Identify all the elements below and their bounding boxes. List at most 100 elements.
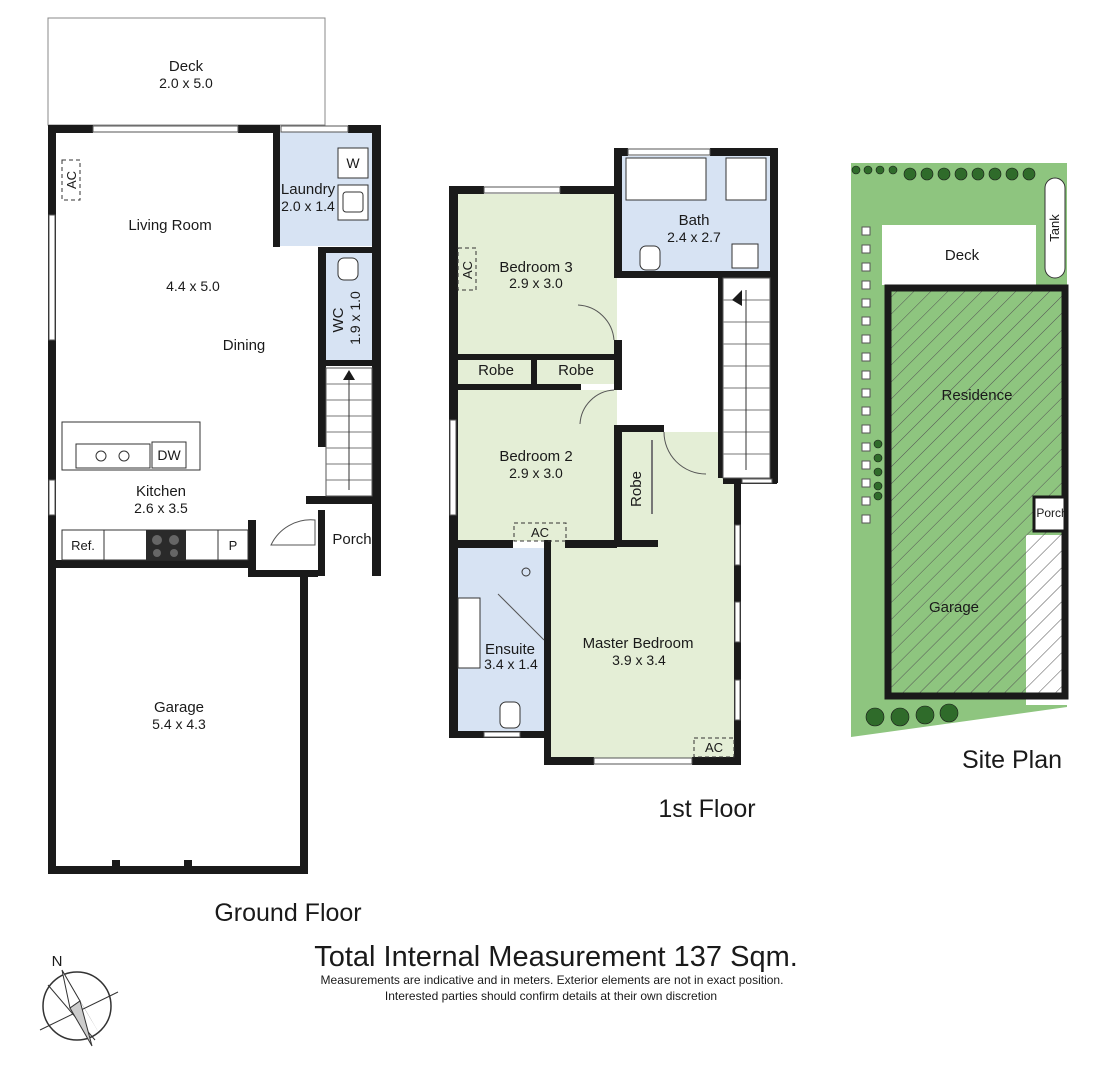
pantry xyxy=(217,529,249,561)
bedroom3-name: Bedroom 3 xyxy=(499,259,572,276)
laundry-name: Laundry xyxy=(281,181,336,198)
bath-name: Bath xyxy=(679,212,710,229)
bedroom3-area xyxy=(457,194,617,354)
wall xyxy=(318,510,325,576)
compass-needle-dark xyxy=(62,970,102,1038)
window xyxy=(449,419,457,516)
master-area xyxy=(550,432,735,758)
wall xyxy=(326,360,372,366)
wall xyxy=(238,125,278,133)
ensuite-dims: 3.4 x 1.4 xyxy=(484,656,538,672)
robe-area-2 xyxy=(537,360,615,384)
wall xyxy=(48,470,56,478)
bath-toilet xyxy=(639,245,661,271)
first-floor-title: 1st Floor xyxy=(658,795,755,823)
bath-vanity xyxy=(731,243,759,269)
wall xyxy=(372,125,381,505)
living-area xyxy=(56,132,276,562)
disclaimer-line-2: Interested parties should confirm detail… xyxy=(385,989,717,1003)
site-plan-title: Site Plan xyxy=(962,746,1062,774)
master-bedroom-dims: 3.9 x 3.4 xyxy=(612,652,666,668)
robe-label-3: Robe xyxy=(628,471,645,507)
window xyxy=(627,148,711,156)
ac-label-master: AC xyxy=(705,740,723,755)
door-arc xyxy=(663,431,707,475)
wall xyxy=(300,577,308,873)
living-room-name: Living Room xyxy=(128,217,211,234)
landing-area xyxy=(622,278,720,432)
wall xyxy=(348,125,381,133)
porch-door xyxy=(270,519,316,546)
site-residence-label: Residence xyxy=(942,387,1013,404)
garage-name: Garage xyxy=(154,699,204,716)
ac-unit xyxy=(61,159,81,201)
first-floor-plan: AC AC AC Bedroom 3 2.9 x 3.0 Bath 2.4 x … xyxy=(449,148,778,823)
garage-dims: 5.4 x 4.3 xyxy=(152,716,206,732)
window xyxy=(734,679,741,721)
ac-label-bedroom3: AC xyxy=(460,261,475,279)
deck-name: Deck xyxy=(169,58,204,75)
sliding-door xyxy=(92,125,239,133)
site-garage-label: Garage xyxy=(929,599,979,616)
robe-label-2: Robe xyxy=(558,362,594,379)
stairs-ground xyxy=(325,367,373,497)
window xyxy=(48,214,56,341)
site-tank xyxy=(1044,177,1066,279)
ac-label-bedroom2: AC xyxy=(531,525,549,540)
window xyxy=(734,601,741,643)
site-shrubs xyxy=(851,165,1036,727)
laundry-dims: 2.0 x 1.4 xyxy=(281,198,335,214)
kitchen-dims: 2.6 x 3.5 xyxy=(134,500,188,516)
door-arc xyxy=(577,304,615,341)
site-tank-label: Tank xyxy=(1047,214,1062,242)
ensuite-toilet xyxy=(499,701,521,729)
wall xyxy=(306,496,381,504)
bath-basin xyxy=(725,157,767,201)
wc-dims: 1.9 x 1.0 xyxy=(347,291,363,345)
window xyxy=(48,479,56,516)
door-arc xyxy=(579,389,615,425)
site-plan: Deck Tank Residence Porch Garage Site Pl… xyxy=(851,163,1069,774)
pantry-label: P xyxy=(229,538,238,553)
deck-area xyxy=(47,17,326,126)
site-residence xyxy=(884,284,1069,700)
total-measurement: Total Internal Measurement 137 Sqm. xyxy=(314,941,798,973)
wall xyxy=(48,125,93,133)
kitchen-name: Kitchen xyxy=(136,483,186,500)
wall xyxy=(48,866,308,874)
bathtub xyxy=(625,157,707,201)
site-porch xyxy=(1032,495,1067,533)
bedroom2-name: Bedroom 2 xyxy=(499,448,572,465)
dishwasher xyxy=(151,441,187,469)
compass-north-label: N xyxy=(52,953,63,970)
toilet xyxy=(337,257,359,281)
garage-area xyxy=(56,570,306,870)
washer-label: W xyxy=(346,155,360,171)
wall xyxy=(248,520,256,570)
window xyxy=(280,125,349,133)
kitchen-sink xyxy=(75,443,151,469)
footer: Total Internal Measurement 137 Sqm. Meas… xyxy=(314,941,798,1003)
living-room-dims: 4.4 x 5.0 xyxy=(166,278,220,294)
site-deck xyxy=(882,225,1036,285)
ensuite-vanity xyxy=(457,597,481,669)
dining-name: Dining xyxy=(223,337,266,354)
wc-name: WC xyxy=(330,307,347,332)
master-bedroom-name: Master Bedroom xyxy=(583,635,694,652)
bedroom2-dims: 2.9 x 3.0 xyxy=(509,465,563,481)
dishwasher-label: DW xyxy=(157,447,181,463)
site-porch-label: Porch xyxy=(1036,506,1067,520)
window xyxy=(483,731,521,738)
window xyxy=(593,757,693,765)
ac-unit xyxy=(693,737,735,758)
ensuite-name: Ensuite xyxy=(485,641,535,658)
window xyxy=(741,478,773,484)
wall xyxy=(372,496,381,576)
compass-needle-light xyxy=(69,1000,93,1047)
disclaimer-line-1: Measurements are indicative and in meter… xyxy=(321,973,784,987)
ground-floor-plan: AC W DW Ref. xyxy=(47,17,381,927)
deck-dims: 2.0 x 5.0 xyxy=(159,75,213,91)
bedroom3-dims: 2.9 x 3.0 xyxy=(509,275,563,291)
bath-dims: 2.4 x 2.7 xyxy=(667,229,721,245)
